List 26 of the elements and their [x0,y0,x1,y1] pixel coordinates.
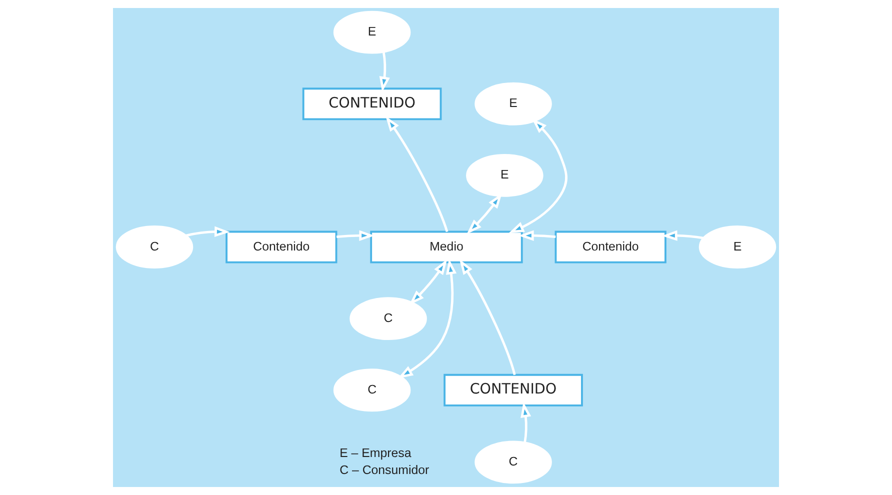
arrow [409,259,448,306]
arrow [459,259,516,376]
node-box: CONTENIDO [302,88,442,120]
arrow [662,230,704,241]
node-ellipse: E [474,82,552,126]
arrow [186,226,230,237]
arrow [520,402,532,443]
node-ellipse: E [466,154,544,197]
node-box: Contenido [554,230,666,264]
node-ellipse: C [474,440,552,484]
node-ellipse: C [333,368,411,412]
arrow [336,230,375,241]
arrow [386,116,448,232]
node-ellipse: E [333,10,411,54]
node-box: CONTENIDO [444,374,583,406]
node-ellipse: C [116,226,194,268]
arrow [518,230,556,241]
node-box: Medio [370,230,523,264]
arrow [508,118,568,234]
label: C – Consumidor [340,463,430,478]
node-ellipse: C [350,297,427,340]
node-ellipse: E [698,226,776,268]
node-box: Contenido [226,230,338,264]
label: E – Empresa [340,446,412,460]
arrow [379,52,390,92]
arrow [398,259,457,378]
